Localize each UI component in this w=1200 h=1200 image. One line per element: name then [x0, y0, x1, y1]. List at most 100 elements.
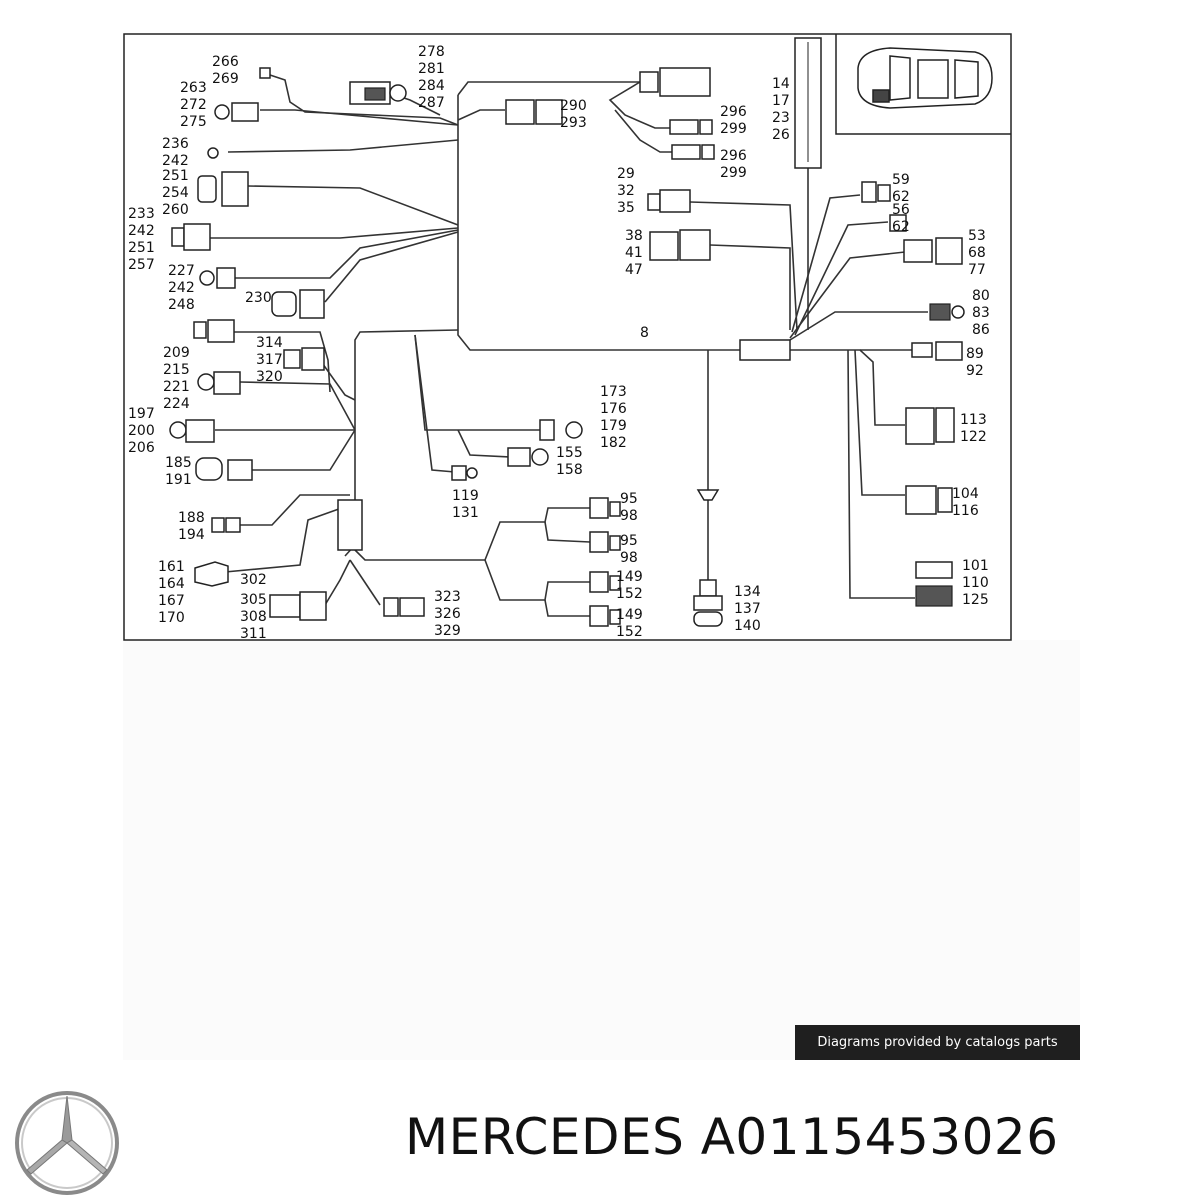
callout-line: 164: [158, 576, 185, 592]
connector-314: [283, 349, 301, 369]
callout-line: 125: [962, 592, 989, 608]
callout-line: 119: [452, 488, 479, 504]
callout-line: 173: [600, 384, 627, 400]
connector-323-mate: [399, 597, 425, 617]
callout-line: 92: [966, 363, 984, 379]
ring-terminal-236: [207, 147, 219, 159]
callout-line: 158: [556, 462, 583, 478]
callout-line: 98: [620, 550, 638, 566]
callout-line: 152: [616, 624, 643, 640]
callout-line: 38: [625, 228, 643, 244]
car-inset-icon: [857, 47, 993, 109]
callout-line: 17: [772, 93, 790, 109]
callout-line: 98: [620, 508, 638, 524]
callout-line: 290: [560, 98, 587, 114]
callout-line: 221: [163, 379, 190, 395]
callout-line: 161: [158, 559, 185, 575]
callout-line: 116: [952, 503, 979, 519]
callout-line: 236: [162, 136, 189, 152]
connector-161: [194, 561, 229, 587]
callout-line: 134: [734, 584, 761, 600]
connector-134-mid: [693, 595, 723, 611]
connector-185: [195, 457, 223, 481]
connector-233-cap: [171, 227, 185, 247]
connector-296a-cap: [699, 119, 713, 135]
callout-line: 155: [556, 445, 583, 461]
connector-227: [216, 267, 236, 289]
callout-line: 23: [772, 110, 790, 126]
connector-173-cap: [565, 421, 583, 439]
connector-215: [213, 371, 241, 395]
connector-89: [911, 342, 933, 358]
connector-149a: [589, 571, 609, 593]
connector-215-ring: [197, 373, 215, 391]
connector-305-mate: [299, 591, 327, 621]
callout-line: 248: [168, 297, 195, 313]
connector-89-mate: [935, 341, 963, 361]
connector-290-mate: [535, 99, 563, 125]
callout-line: 185: [165, 455, 192, 471]
callout-line: 224: [163, 396, 190, 412]
connector-296b: [671, 144, 701, 160]
callout-line: 260: [162, 202, 189, 218]
connector-59-cap: [877, 184, 891, 202]
connector-278-cap: [389, 84, 407, 102]
callout-line: 317: [256, 352, 283, 368]
credit-banner: Diagrams provided by catalogs parts: [795, 1025, 1080, 1060]
callout-line: 152: [616, 586, 643, 602]
connector-104: [905, 485, 937, 515]
connector-323: [383, 597, 399, 617]
connector-230-body: [299, 289, 325, 319]
connector-296a: [669, 119, 699, 135]
callout-line: 41: [625, 245, 643, 261]
callout-line: 209: [163, 345, 190, 361]
connector-149b-cap: [609, 609, 621, 625]
connector-101-base: [915, 585, 953, 607]
callout-line: 68: [968, 245, 986, 261]
callout-line: 29: [617, 166, 635, 182]
connector-209: [207, 319, 235, 343]
callout-line: 104: [952, 486, 979, 502]
connector-149b: [589, 605, 609, 627]
callout-line: 293: [560, 115, 587, 131]
callout-line: 296: [720, 148, 747, 164]
connector-134-top: [699, 579, 717, 597]
callout-line: 137: [734, 601, 761, 617]
callout-line: 251: [128, 240, 155, 256]
callout-line: 323: [434, 589, 461, 605]
callout-line: 95: [620, 533, 638, 549]
callout-line: 233: [128, 206, 155, 222]
connector-155-cap: [531, 448, 549, 466]
callout-line: 170: [158, 610, 185, 626]
callout-line: 251: [162, 168, 189, 184]
callout-line: 62: [892, 219, 910, 235]
callout-line: 83: [972, 305, 990, 321]
callout-line: 254: [162, 185, 189, 201]
callout-line: 242: [128, 223, 155, 239]
grommet-8: [739, 339, 791, 361]
connector-119: [451, 465, 467, 481]
connector-305: [269, 594, 301, 618]
connector-263-ring: [214, 104, 230, 120]
connector-155: [507, 447, 531, 467]
connector-149a-cap: [609, 575, 621, 591]
connector-29: [659, 189, 691, 213]
